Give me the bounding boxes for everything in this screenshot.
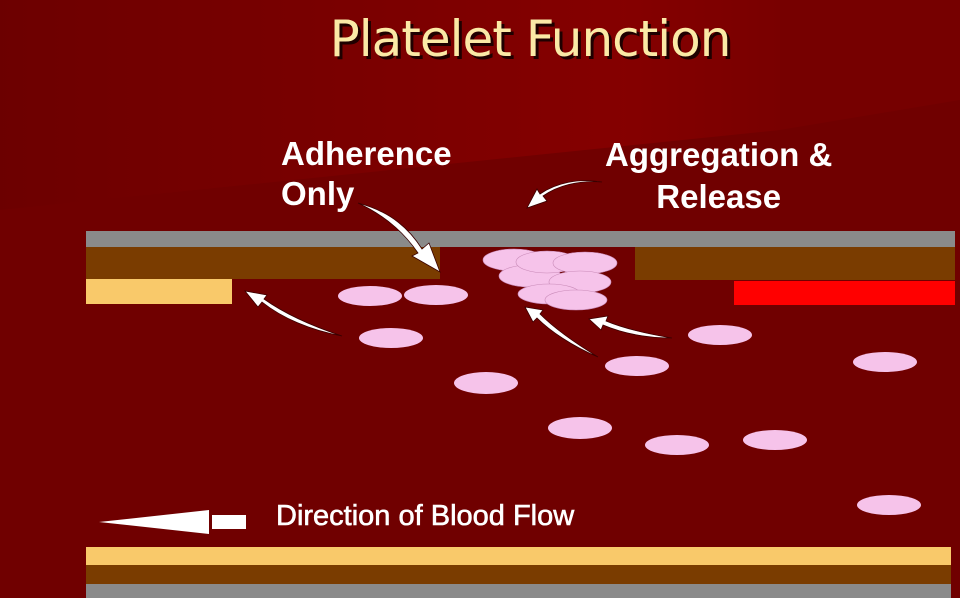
endothelium-left bbox=[86, 279, 232, 304]
blood-flow-label: Direction of Blood Flow bbox=[276, 500, 575, 533]
top-wall-brown-layer-left bbox=[86, 247, 440, 279]
platelet bbox=[853, 352, 917, 372]
platelet bbox=[688, 325, 752, 345]
curved-arrow-icon bbox=[524, 306, 599, 358]
free-platelets bbox=[338, 285, 921, 515]
exposed-collagen bbox=[734, 281, 955, 305]
adherence-label-line1: Adherence bbox=[281, 135, 452, 172]
platelet bbox=[645, 435, 709, 455]
aggregation-label-line2: Release bbox=[656, 177, 782, 215]
bottom-wall-brown-layer bbox=[86, 565, 951, 584]
platelet bbox=[857, 495, 921, 515]
top-wall-brown-layer-right bbox=[635, 247, 955, 280]
platelet bbox=[552, 251, 618, 275]
platelet bbox=[544, 289, 608, 311]
curved-arrow-icon bbox=[357, 202, 441, 273]
platelet bbox=[454, 372, 518, 394]
platelet bbox=[404, 285, 468, 305]
adherence-label-line2: Only bbox=[281, 174, 355, 212]
curved-arrow-icon bbox=[526, 180, 603, 209]
platelet bbox=[743, 430, 807, 450]
platelet bbox=[338, 286, 402, 306]
aggregation-label-line1: Aggregation & bbox=[605, 136, 833, 173]
adherence-label: Adherence Only bbox=[281, 134, 452, 213]
curved-arrow-icon bbox=[244, 290, 343, 337]
curved-arrow-icon bbox=[588, 315, 673, 339]
slide-title: Platelet Function bbox=[329, 10, 732, 68]
top-wall-gray-layer bbox=[86, 231, 955, 247]
platelet bbox=[359, 328, 423, 348]
aggregation-label: Aggregation & Release bbox=[605, 135, 832, 216]
left-arrow-icon bbox=[99, 510, 246, 534]
platelet bbox=[548, 417, 612, 439]
bottom-wall-gray-layer bbox=[86, 584, 951, 598]
platelet-aggregate bbox=[482, 248, 618, 311]
bottom-endothelium bbox=[86, 547, 951, 565]
platelet bbox=[605, 356, 669, 376]
